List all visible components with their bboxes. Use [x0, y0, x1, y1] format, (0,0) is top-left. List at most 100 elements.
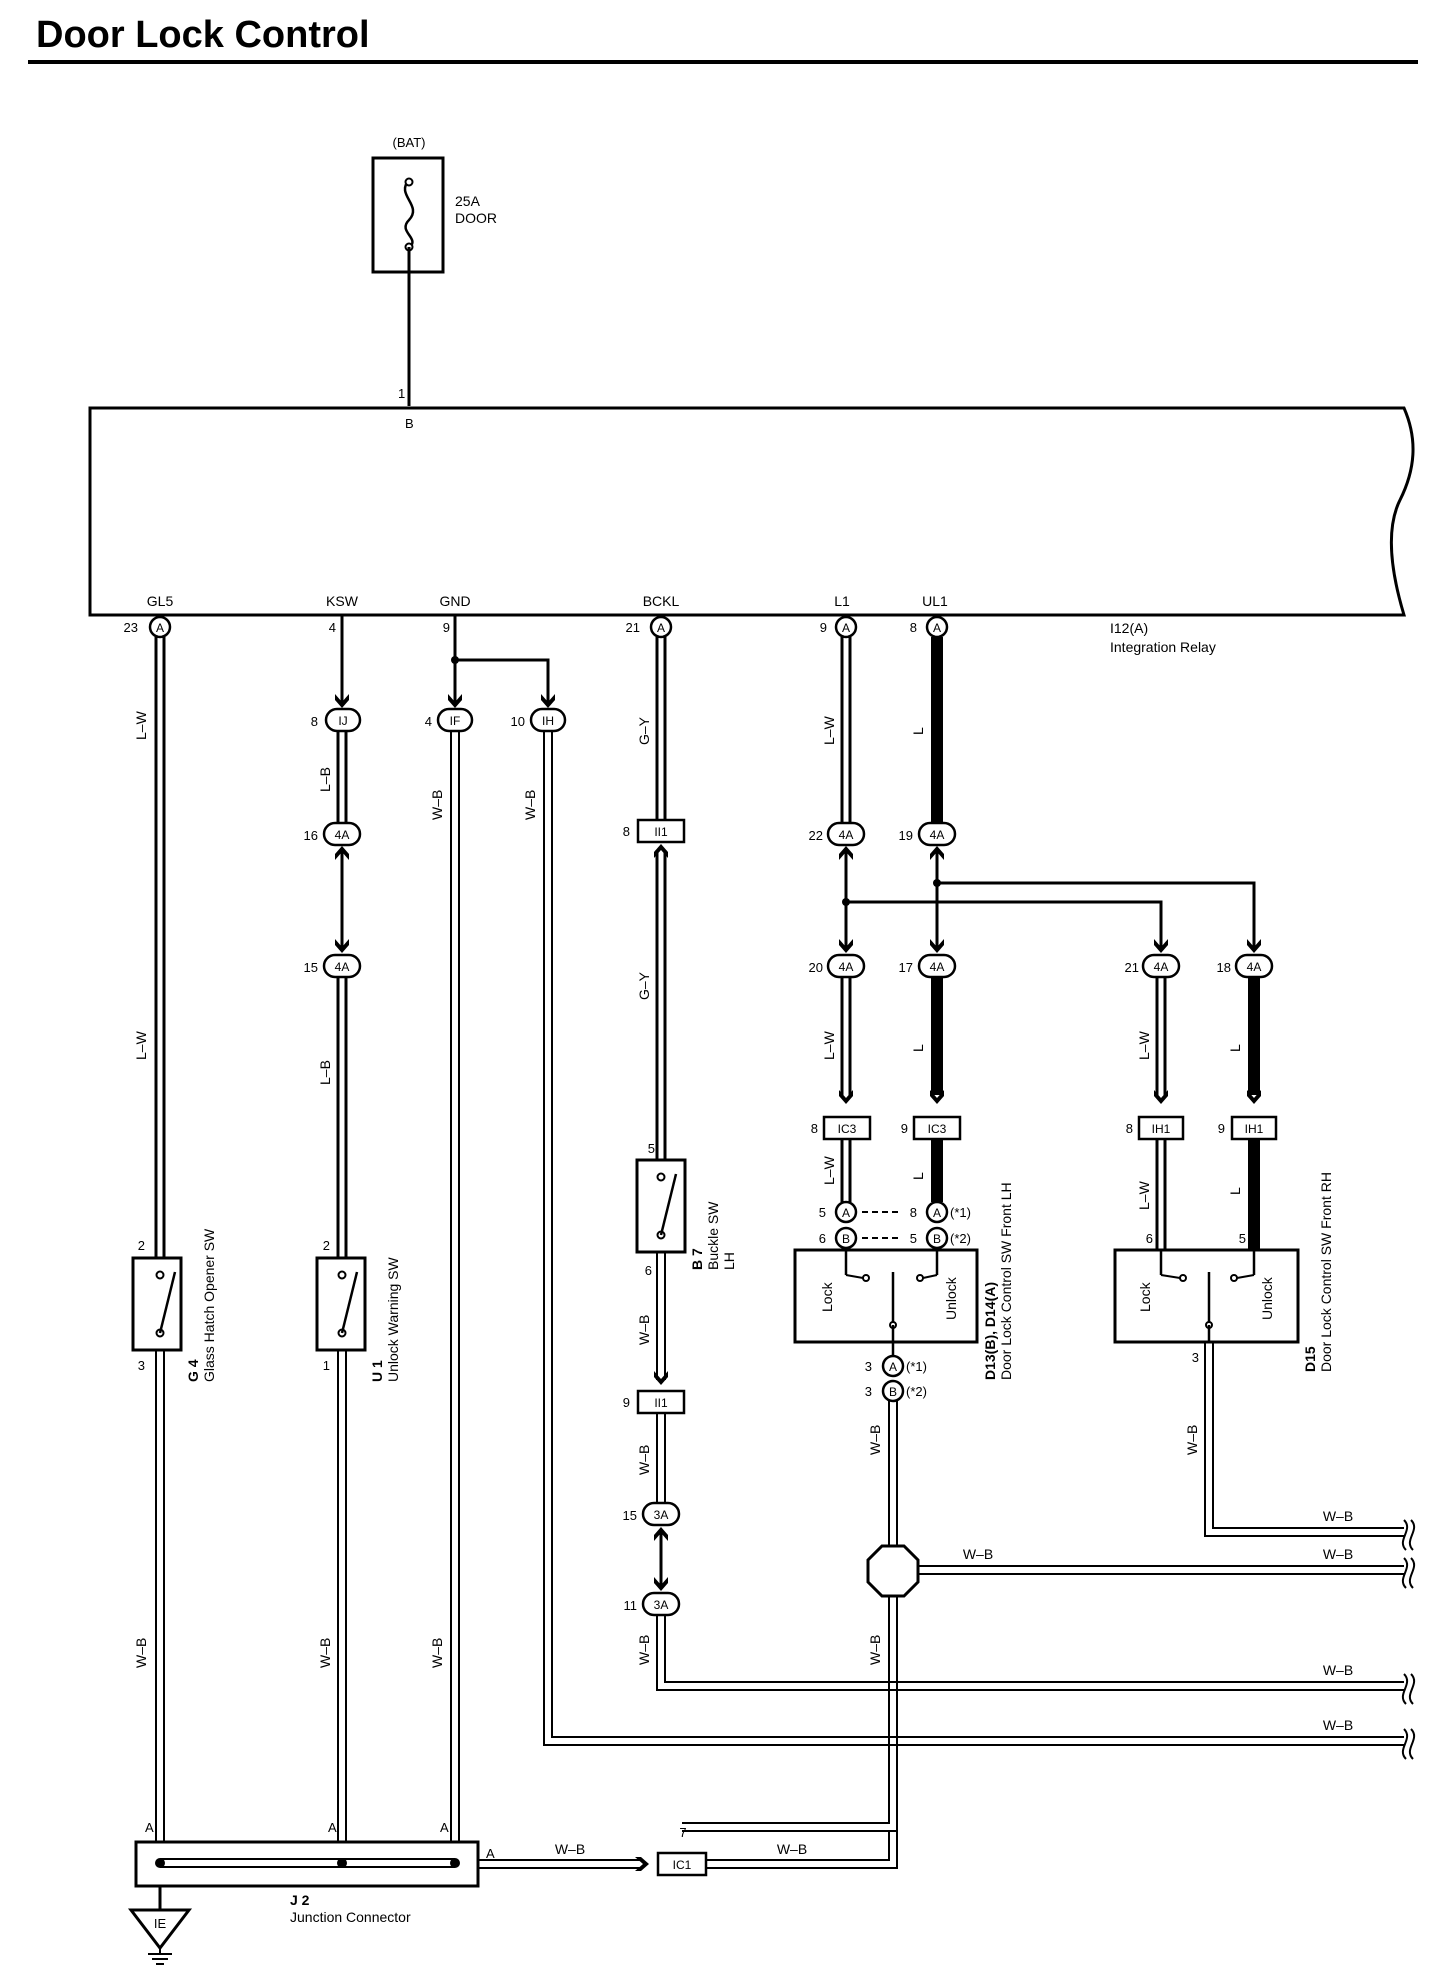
b7-id: B 7: [689, 1248, 705, 1270]
wire-label-b7-wb-1: W–B: [636, 1315, 652, 1345]
c3a11-label: 3A: [654, 1598, 669, 1612]
ic1-connector: [656, 1851, 708, 1877]
c4a15-pin: 15: [304, 960, 318, 975]
d13-contact-lock: [862, 1274, 870, 1282]
u1-switch-blade: [340, 1271, 359, 1334]
c4a21-connector: [1141, 953, 1181, 979]
pin-ul1: 8: [910, 620, 917, 635]
ih-pin: 10: [511, 714, 525, 729]
title-rule: [28, 60, 1418, 64]
wire-bckl-1: [655, 637, 667, 820]
wire-label-c3a11-right-wb: W–B: [1323, 1662, 1353, 1678]
u1-id: U 1: [369, 1360, 385, 1382]
d13-conn-a-left-letter: A: [842, 1206, 850, 1220]
c4a16-pin: 16: [304, 828, 318, 843]
relay-top-pin: 1: [398, 386, 405, 401]
d15-contact-unlock: [1230, 1274, 1238, 1282]
relay-terminal-ksw: KSW: [326, 593, 359, 609]
d13-pin3-a: 3: [865, 1359, 872, 1374]
wire-label-d13-wb-1: W–B: [867, 1425, 883, 1455]
c4a19-pin: 19: [899, 828, 913, 843]
d13-pin5-b: 5: [910, 1231, 917, 1246]
pin-l1: 9: [820, 620, 827, 635]
j2-pin-right: A: [486, 1846, 495, 1861]
d13-lock-arm: [845, 1274, 864, 1279]
c4a20-connector: [826, 953, 866, 979]
d13-unlock-label: Unlock: [943, 1276, 959, 1320]
ii1a-pin: 8: [623, 824, 630, 839]
ic3a-pin: 8: [811, 1121, 818, 1136]
d15-id: D15: [1302, 1346, 1318, 1372]
d15-pin5: 5: [1239, 1231, 1246, 1246]
c4a21-label: 4A: [1154, 960, 1169, 974]
relay-terminal-gl5: GL5: [147, 593, 174, 609]
ic3a-label: IC3: [838, 1122, 857, 1136]
fuse-source: (BAT): [393, 135, 426, 150]
d15-contact-lock: [1179, 1274, 1187, 1282]
d13-conn-a-right: [925, 1200, 949, 1224]
d13-unlock-arm: [922, 1274, 938, 1279]
b7-pin-top: 5: [648, 1141, 655, 1156]
door-lock-control-switch-front-lh: [793, 1248, 979, 1344]
d15-pin6: 6: [1146, 1231, 1153, 1246]
c3a15-pin: 15: [623, 1508, 637, 1523]
c4a16-label: 4A: [335, 828, 350, 842]
j2-pin-ksw: A: [328, 1820, 337, 1835]
wire-label-gl5-1: L–W: [133, 710, 149, 740]
d15-unlock-label: Unlock: [1259, 1276, 1275, 1320]
d13-pin6: 6: [819, 1231, 826, 1246]
ic3b-label: IC3: [928, 1122, 947, 1136]
c3a15-connector: [641, 1501, 681, 1527]
conn-gl5-circle: [148, 615, 172, 639]
fuse-name: DOOR: [455, 210, 497, 226]
wire-label-d13-wb-2: W–B: [867, 1635, 883, 1665]
ground-label: IE: [154, 1916, 167, 1931]
wire-label-rh-l-2: L: [1227, 1187, 1243, 1195]
ih1b-pin: 9: [1218, 1121, 1225, 1136]
if-pin: 4: [425, 714, 432, 729]
unlock-warning-switch: [315, 1256, 367, 1352]
ij-pin: 8: [311, 714, 318, 729]
wire-label-c3a11-wb: W–B: [636, 1635, 652, 1665]
ic3b-pin: 9: [901, 1121, 908, 1136]
ij-label: IJ: [338, 714, 347, 728]
d13-note2-top: (*2): [950, 1231, 971, 1246]
d13-conn-3b-letter: B: [889, 1385, 897, 1399]
d15-name: Door Lock Control SW Front RH: [1318, 1172, 1334, 1372]
conn-gl5-letter: A: [156, 621, 164, 635]
d13-note1-bottom: (*1): [906, 1359, 927, 1374]
wire-ksw-2: [336, 731, 348, 823]
wire-label-splice-wb-left: W–B: [963, 1546, 993, 1562]
junction-splice-octagon: [866, 1544, 920, 1598]
ic3a-connector: [822, 1115, 872, 1141]
d13-pin3-b: 3: [865, 1384, 872, 1399]
wire-ih-to-right: [543, 731, 1404, 1746]
u1-pin-top: 2: [323, 1238, 330, 1253]
d13-note1-top: (*1): [950, 1205, 971, 1220]
wire-ul1-to-ic3: [931, 977, 943, 1095]
wire-label-l1-lw-2: L–W: [821, 1030, 837, 1060]
ii1a-label: II1: [654, 825, 668, 839]
wire-splice-to-right: [918, 1565, 1404, 1575]
wire-ul1-1: [931, 637, 943, 823]
pin-ksw: 4: [329, 620, 336, 635]
ih1a-connector: [1137, 1115, 1185, 1141]
d13-conn-b-left-letter: B: [842, 1232, 850, 1246]
relay-terminal-gnd: GND: [439, 593, 470, 609]
b7-name: Buckle SW: [705, 1201, 721, 1270]
conn-bckl-circle: [649, 615, 673, 639]
wire-b7-down: [656, 1252, 666, 1380]
d15-unlock-arm: [1236, 1274, 1255, 1279]
g4-pin-bottom: 3: [138, 1358, 145, 1373]
u1-pin-bottom: 1: [323, 1358, 330, 1373]
d13-note2-bottom: (*2): [906, 1384, 927, 1399]
c4a22-label: 4A: [839, 828, 854, 842]
wire-label-gl5-2: L–W: [133, 1030, 149, 1060]
c4a21-pin: 21: [1125, 960, 1139, 975]
d15-pin3: 3: [1192, 1350, 1199, 1365]
c3a11-connector: [641, 1591, 681, 1617]
c3a11-pin: 11: [624, 1598, 638, 1613]
d13-conn-a-left: [834, 1200, 858, 1224]
wire-label-u1-wb: W–B: [317, 1638, 333, 1668]
